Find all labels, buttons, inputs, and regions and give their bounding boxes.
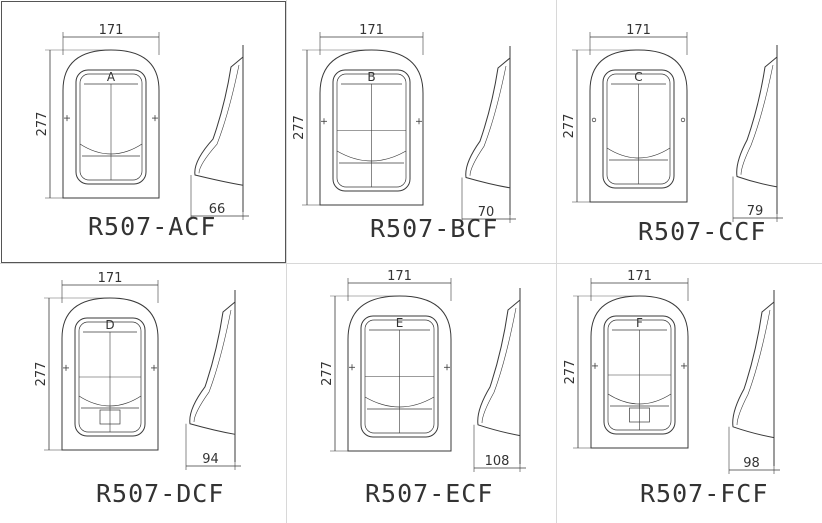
variant-letter: C <box>634 70 642 84</box>
height-dimension-label: 277 <box>292 115 307 140</box>
depth-dimension-label: 70 <box>478 205 495 220</box>
wall-plate-outline <box>319 49 424 206</box>
drawing-variant-e: 171 277 E 108 <box>320 269 526 472</box>
model-number: R507-FCF <box>640 479 769 508</box>
depth-dimension-label: 66 <box>209 202 226 217</box>
model-number: R507-ECF <box>365 479 494 508</box>
wall-plate-outline <box>62 49 160 199</box>
variant-letter: E <box>396 316 404 330</box>
width-dimension-label: 171 <box>359 23 384 38</box>
width-dimension-label: 171 <box>99 23 124 38</box>
drawing-variant-f: 171 277 F 98 <box>563 269 780 474</box>
variant-letter: A <box>107 70 116 84</box>
wall-plate-outline <box>590 295 689 449</box>
variant-letter: D <box>105 318 114 332</box>
grid-divider <box>0 263 822 264</box>
bowl-outline <box>602 69 675 189</box>
height-dimension-label: 277 <box>563 360 578 385</box>
width-dimension-label: 171 <box>627 269 652 284</box>
height-dimension-label: 277 <box>35 112 50 137</box>
height-dimension-label: 277 <box>562 114 577 139</box>
height-dimension-label: 277 <box>34 362 49 387</box>
side-profile-outline <box>194 56 244 186</box>
depth-dimension-label: 108 <box>485 454 510 469</box>
depth-dimension-label: 98 <box>743 456 760 471</box>
model-number: R507-CCF <box>638 217 767 246</box>
bowl-outline <box>332 69 411 192</box>
model-number: R507-BCF <box>370 214 499 243</box>
variant-letter: B <box>367 70 375 84</box>
model-number: R507-ACF <box>88 212 217 241</box>
wall-plate-outline <box>347 295 452 452</box>
wall-plate-outline <box>61 297 159 451</box>
bowl-outline <box>360 315 439 438</box>
side-profile-outline <box>477 299 521 437</box>
width-dimension-label: 171 <box>626 23 651 38</box>
side-profile-outline <box>736 56 778 188</box>
width-dimension-label: 171 <box>98 271 123 286</box>
depth-dimension-label: 79 <box>747 204 764 219</box>
side-profile-outline <box>189 301 236 435</box>
model-number: R507-DCF <box>96 479 225 508</box>
drawing-variant-a: 171 277 A 66 <box>35 23 249 220</box>
bowl-outline <box>75 69 147 185</box>
wall-plate-outline <box>589 49 688 203</box>
width-dimension-label: 171 <box>387 269 412 284</box>
variant-panel-a <box>1 1 286 263</box>
grid-divider <box>556 0 557 523</box>
bowl-outline <box>74 317 146 437</box>
depth-dimension-label: 94 <box>202 452 219 467</box>
side-profile-outline <box>732 301 775 439</box>
side-profile-outline <box>465 57 511 189</box>
variant-letter: F <box>636 316 643 330</box>
drawing-variant-c: 171 277 C 79 <box>562 23 783 222</box>
drawing-variant-b: 171 277 B 70 <box>292 23 516 223</box>
height-dimension-label: 277 <box>320 361 335 386</box>
drawing-variant-d: 171 277 D 94 <box>34 271 241 470</box>
bowl-outline <box>603 315 676 435</box>
grid-divider <box>286 0 287 523</box>
